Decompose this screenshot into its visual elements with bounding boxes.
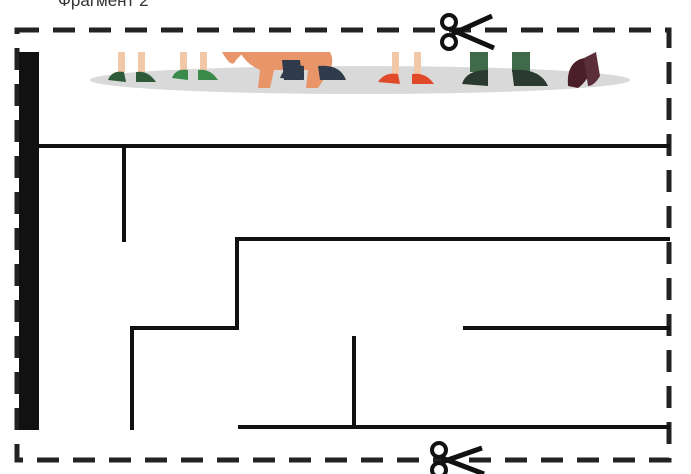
people-feet-illustration <box>90 52 630 94</box>
maze-left-wall <box>19 52 39 430</box>
maze-walls <box>19 52 670 430</box>
person-feet <box>567 52 600 88</box>
maze-wall <box>130 326 239 430</box>
cut-line-border <box>14 27 672 463</box>
scissors-icon <box>440 13 495 51</box>
person-feet <box>108 52 156 82</box>
person-feet <box>280 65 346 80</box>
person-feet <box>378 52 434 84</box>
scissors-icon <box>430 441 485 474</box>
fragment-caption: Фрагмент 2 <box>58 0 149 10</box>
person-feet <box>172 52 218 80</box>
ground-shadow <box>90 66 630 94</box>
maze-wall <box>235 237 670 329</box>
person-feet <box>462 52 548 86</box>
